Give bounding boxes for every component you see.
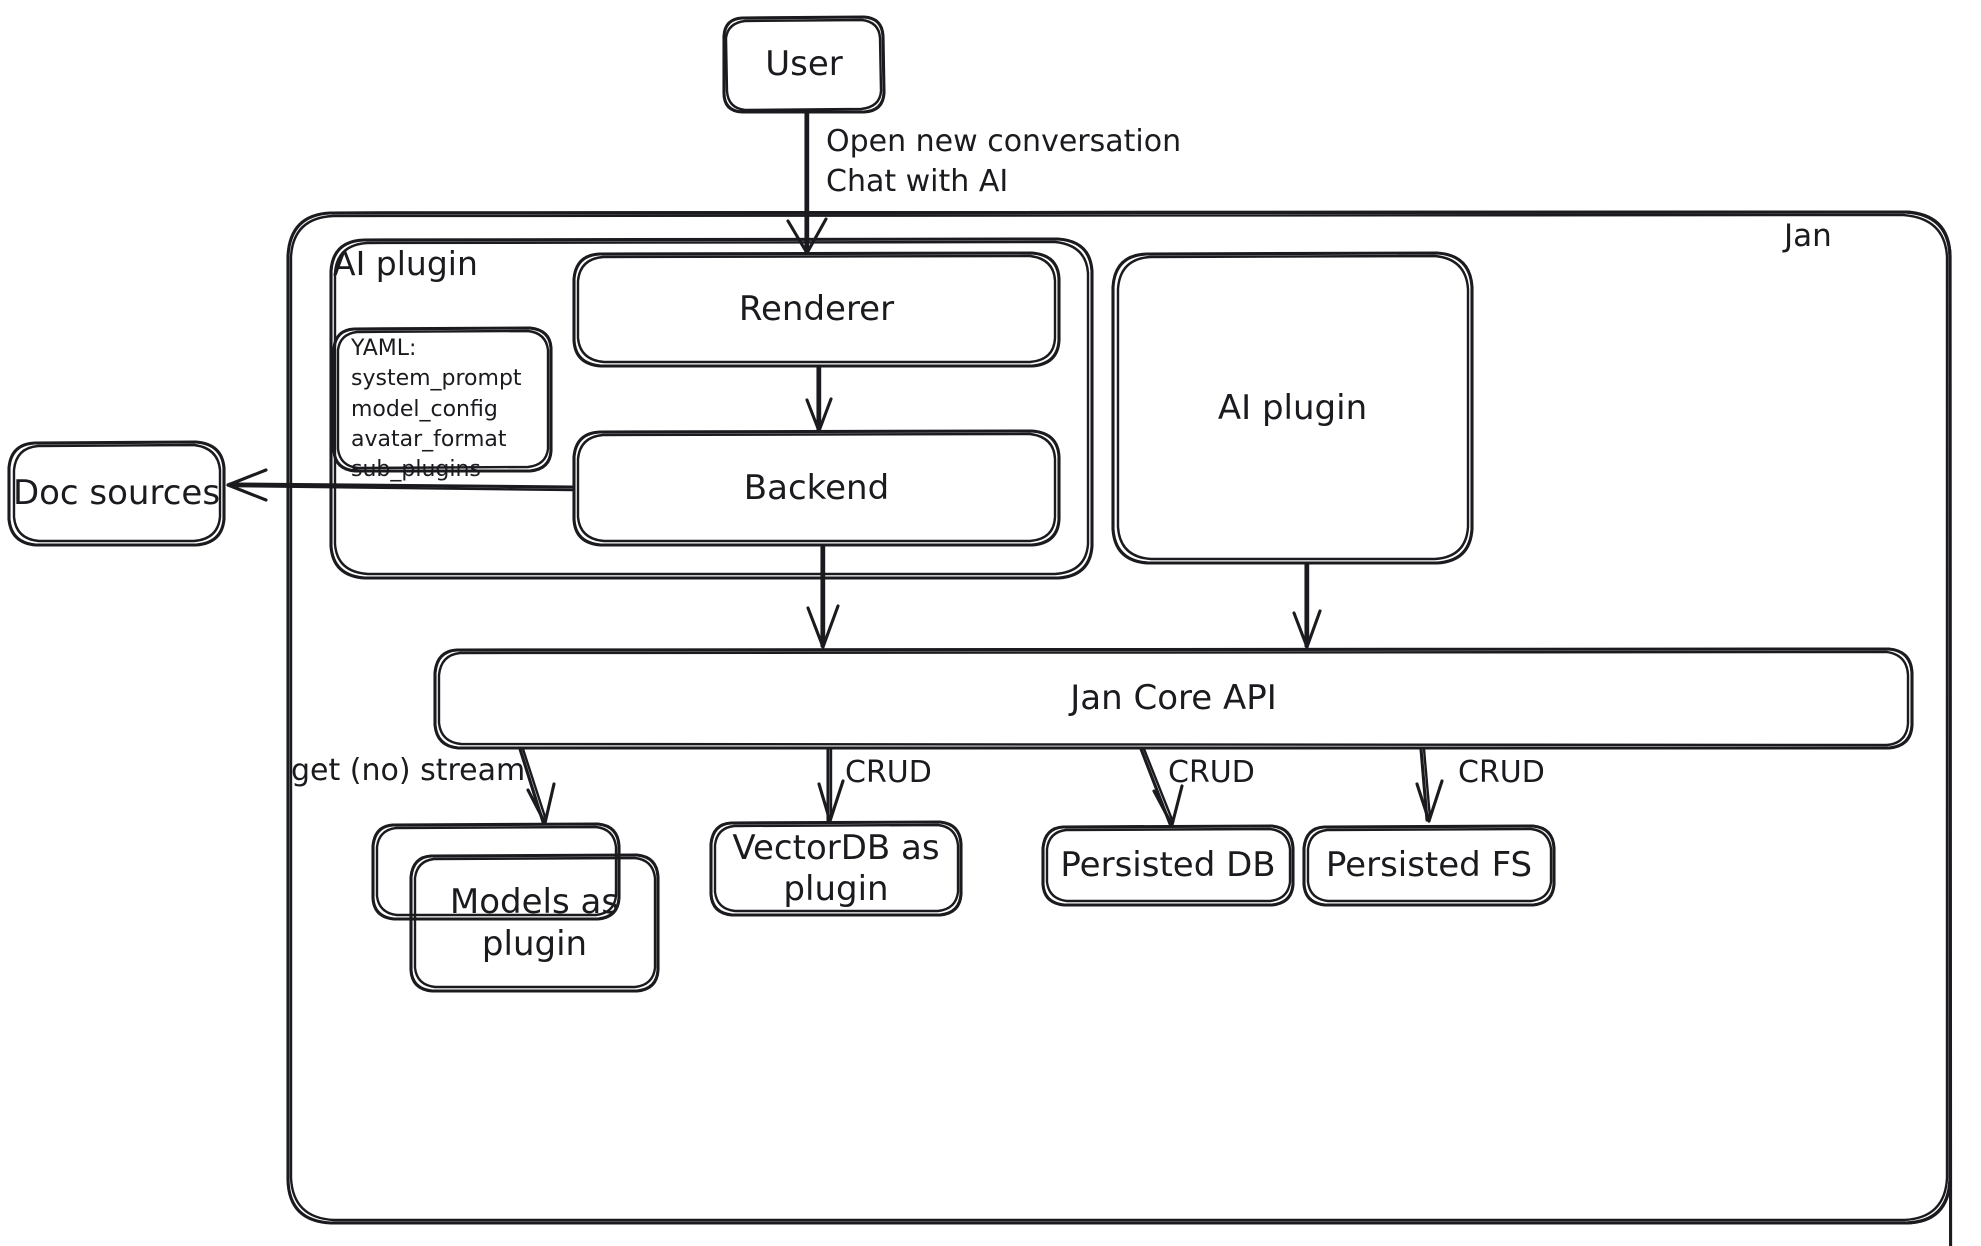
arrow-backend-to-doc-sources — [226, 468, 574, 502]
persisted-fs-box-stroke — [1302, 824, 1556, 907]
arrow-jan-core-to-persisted-fs — [1415, 747, 1444, 823]
yaml-note-box-stroke — [332, 326, 553, 473]
arrow-jan-core-to-persisted-db — [1139, 747, 1184, 827]
arrow-renderer-to-backend — [805, 365, 833, 433]
arrow-jan-core-to-models — [518, 747, 556, 825]
arrow-user-to-renderer — [786, 111, 828, 255]
renderer-box-stroke — [572, 251, 1061, 368]
persisted-db-box-stroke — [1041, 824, 1295, 907]
vectordb-plugin-box-stroke — [709, 820, 963, 917]
backend-box-stroke — [572, 429, 1061, 547]
arrow-ai-plugin-to-jan-core-api — [1292, 562, 1322, 649]
models-plugin-inner-box-stroke — [409, 853, 660, 993]
ai-plugin-right-box-stroke — [1111, 251, 1474, 565]
user-box-stroke — [722, 15, 886, 114]
arrow-backend-to-jan-core-api — [806, 545, 840, 649]
doc-sources-box-stroke — [7, 440, 226, 547]
arrow-jan-core-to-vectordb — [817, 747, 845, 823]
ai-plugin-group-stroke — [329, 237, 1094, 580]
models-plugin-outer-box-stroke — [371, 822, 621, 921]
jan-core-api-box-stroke — [433, 647, 1914, 750]
jan-container-stroke — [286, 210, 1953, 1246]
